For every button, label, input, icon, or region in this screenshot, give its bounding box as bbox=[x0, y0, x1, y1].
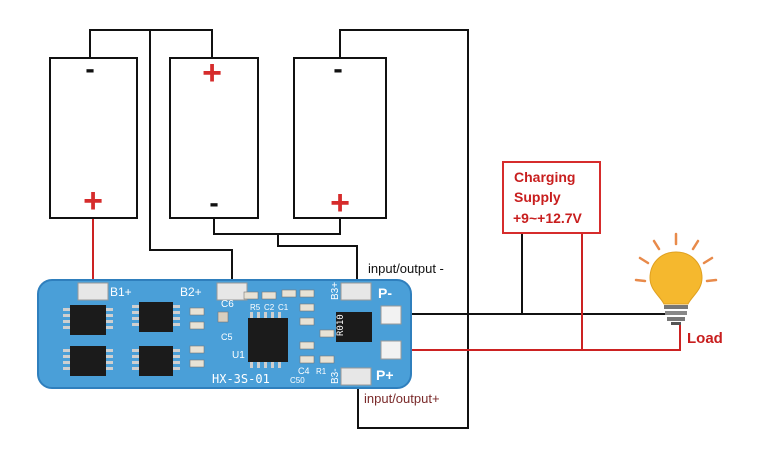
shunt-resistor-label: R010 bbox=[336, 314, 346, 336]
board-pcb bbox=[37, 279, 412, 389]
battery-2-top-terminal: + bbox=[202, 54, 222, 92]
battery-cell-2: + - bbox=[169, 54, 259, 219]
c2-label: C2 bbox=[264, 303, 275, 312]
pad-p-minus-terminal bbox=[380, 305, 402, 325]
load-label: Load bbox=[687, 330, 723, 347]
r5-label: R5 bbox=[250, 303, 261, 312]
pad-b3 bbox=[340, 282, 372, 301]
wire-pplus-load bbox=[395, 325, 681, 351]
c6-label: C6 bbox=[221, 299, 234, 310]
pad-b3-bottom-label: B3- bbox=[330, 368, 341, 384]
shunt-resistor bbox=[336, 312, 372, 342]
battery-cell-1: - + bbox=[49, 53, 138, 220]
wire-to-b3 bbox=[277, 234, 358, 285]
battery-1-top-terminal: - bbox=[85, 53, 94, 84]
c4-label: C4 bbox=[298, 366, 310, 376]
wire-cell2-cell3-bottom bbox=[213, 218, 341, 235]
black-wires bbox=[89, 29, 672, 429]
battery-3-top-terminal: - bbox=[333, 53, 342, 84]
supply-line-1: Charging bbox=[514, 169, 575, 185]
bms-board: B1+ B2+ B3+ P- P+ B3- bbox=[37, 279, 412, 389]
red-wires bbox=[92, 218, 681, 351]
charging-supply-box: Charging Supply +9~+12.7V bbox=[502, 161, 601, 234]
battery-2-bottom-terminal: - bbox=[209, 187, 218, 218]
wire-cell3-top-loop bbox=[339, 29, 469, 429]
wire-bus-to-b2 bbox=[149, 30, 233, 285]
supply-line-2: Supply bbox=[514, 189, 561, 205]
pad-b3-bottom bbox=[340, 367, 372, 386]
pad-b1 bbox=[77, 282, 109, 301]
pad-b2-label: B2+ bbox=[180, 285, 202, 299]
light-bulb-icon bbox=[634, 232, 718, 325]
pad-b3-top-label: B3+ bbox=[330, 282, 341, 300]
r1-label: R1 bbox=[316, 367, 327, 376]
battery-3-bottom-terminal: + bbox=[330, 184, 350, 222]
pad-p-plus-terminal bbox=[380, 340, 402, 360]
board-model-label: HX-3S-01 bbox=[212, 372, 270, 386]
u1-ic bbox=[248, 318, 288, 362]
io-minus-label: input/output - bbox=[368, 261, 444, 276]
pad-p-minus-label: P- bbox=[378, 285, 392, 301]
battery-cell-3: - + bbox=[293, 53, 387, 222]
pad-p-plus-label: P+ bbox=[376, 367, 394, 383]
smd-components bbox=[189, 289, 335, 368]
supply-line-3: +9~+12.7V bbox=[513, 210, 583, 226]
battery-1-bottom-terminal: + bbox=[83, 182, 103, 220]
c50-label: C50 bbox=[290, 376, 305, 385]
c1-label: C1 bbox=[278, 303, 289, 312]
mosfet-chips bbox=[63, 302, 180, 376]
pad-b2 bbox=[216, 282, 248, 301]
io-plus-label: input/output+ bbox=[364, 391, 440, 406]
pad-b1-label: B1+ bbox=[110, 285, 132, 299]
c5-label: C5 bbox=[221, 332, 233, 342]
u1-label: U1 bbox=[232, 350, 245, 361]
